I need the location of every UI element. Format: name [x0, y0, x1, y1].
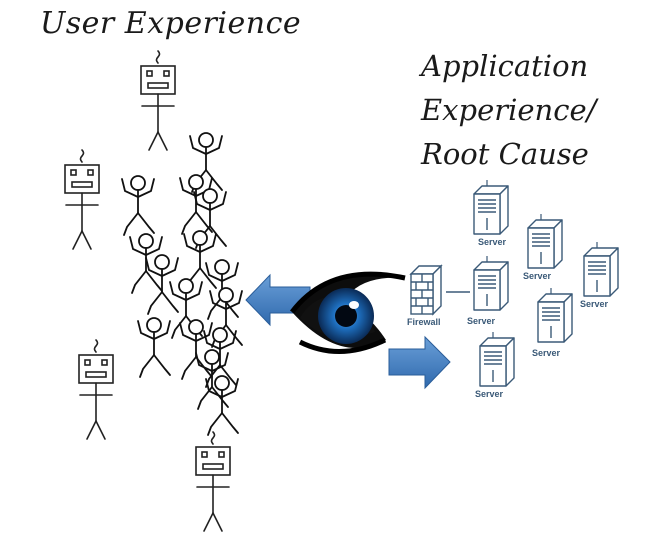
- server-label: Server: [523, 271, 552, 281]
- server-label: Server: [475, 389, 504, 399]
- user-figure: [205, 375, 239, 436]
- server-icon: [479, 331, 515, 387]
- robot-figure-1: [140, 50, 176, 151]
- server-icon: [537, 287, 573, 343]
- app-title-line-1: Application: [421, 49, 589, 83]
- robot-figure-2: [64, 149, 100, 250]
- eye-icon: [290, 271, 406, 354]
- robot-figure-4: [195, 431, 231, 532]
- user-crowd: [121, 132, 243, 436]
- user-figure: [145, 254, 179, 315]
- right-arrow: [388, 335, 451, 390]
- app-title-line-2: Experience/: [421, 93, 597, 127]
- firewall-icon: [409, 264, 443, 316]
- server-label: Server: [478, 237, 507, 247]
- robot-figure-3: [78, 339, 114, 440]
- user-experience-title: User Experience: [40, 6, 302, 41]
- server-group: Server Server Server Server Server Serve…: [467, 179, 619, 399]
- app-title-line-3: Root Cause: [421, 137, 589, 171]
- server-label: Server: [580, 299, 609, 309]
- server-label: Server: [532, 348, 561, 358]
- user-figure: [179, 319, 213, 380]
- firewall-label: Firewall: [407, 317, 441, 327]
- user-figure: [179, 174, 213, 235]
- application-experience-title: Application Experience/ Root Cause: [421, 44, 596, 176]
- server-icon: [473, 255, 509, 311]
- server-label: Server: [467, 316, 496, 326]
- user-figure: [121, 175, 155, 236]
- server-icon: [527, 213, 563, 269]
- server-icon: [583, 241, 619, 297]
- user-figure: [137, 317, 171, 378]
- server-icon: [473, 179, 509, 235]
